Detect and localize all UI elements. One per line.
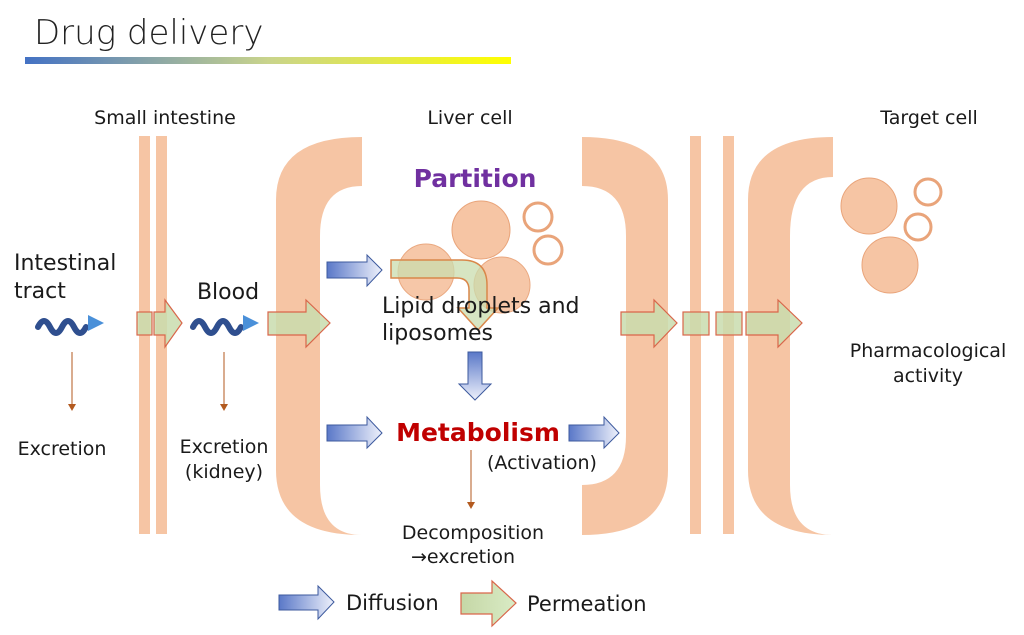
- excretion-arrow-blood: [220, 352, 228, 411]
- permeation-arrows: [136, 298, 803, 349]
- section-label-small-intestine: Small intestine: [94, 107, 236, 129]
- section-label-liver-cell: Liver cell: [427, 107, 512, 129]
- legend-permeation-label: Permeation: [527, 592, 647, 616]
- label-pharmacological-line1: Pharmacological: [850, 340, 1006, 362]
- label-excretion-kidney-line1: Excretion: [180, 436, 269, 458]
- excretion-arrow-metabolism: [467, 450, 475, 509]
- label-metabolism: Metabolism: [396, 418, 560, 447]
- label-intestinal-tract-line2: tract: [14, 279, 66, 304]
- drug-wave-icon-blood: [190, 315, 259, 336]
- legend-diffusion-label: Diffusion: [346, 591, 439, 615]
- section-label-target-cell: Target cell: [879, 107, 978, 129]
- lipid-droplet-1: [451, 200, 511, 260]
- label-excretion-kidney-line2: (kidney): [185, 461, 263, 483]
- label-blood: Blood: [197, 280, 259, 305]
- excretion-arrow-intestine: [68, 352, 76, 411]
- label-activation: (Activation): [487, 452, 597, 474]
- target-cell-membrane: [748, 137, 833, 535]
- liposome-2: [532, 234, 564, 266]
- title-underline: [25, 57, 511, 64]
- label-pharmacological-line2: activity: [893, 365, 963, 387]
- label-decomposition-line2: →excretion: [411, 546, 515, 568]
- legend: Diffusion Permeation: [278, 579, 647, 628]
- liver-cell-membrane-right: [582, 137, 668, 535]
- label-partition: Partition: [414, 164, 537, 193]
- drug-wave-icon-intestine: [35, 315, 104, 336]
- label-intestinal-tract-line1: Intestinal: [14, 251, 116, 276]
- permeation-curved-arrow: [390, 259, 500, 332]
- label-lipid-line1: Lipid droplets and: [382, 294, 579, 319]
- legend-diffusion-arrow-icon: [278, 584, 335, 621]
- target-liposome-1: [913, 177, 943, 207]
- liver-cell-membrane-left: [276, 137, 362, 535]
- target-droplet-1: [840, 177, 898, 235]
- label-excretion: Excretion: [18, 438, 107, 460]
- target-droplet-2: [861, 236, 919, 294]
- legend-permeation-arrow-icon: [460, 579, 517, 628]
- diffusion-arrows: [326, 253, 620, 450]
- target-liposome-2: [903, 212, 933, 242]
- page-title: Drug delivery: [34, 13, 263, 53]
- label-decomposition-line1: Decomposition: [402, 522, 544, 544]
- liposome-1: [522, 201, 554, 233]
- label-lipid-line2: liposomes: [382, 321, 493, 346]
